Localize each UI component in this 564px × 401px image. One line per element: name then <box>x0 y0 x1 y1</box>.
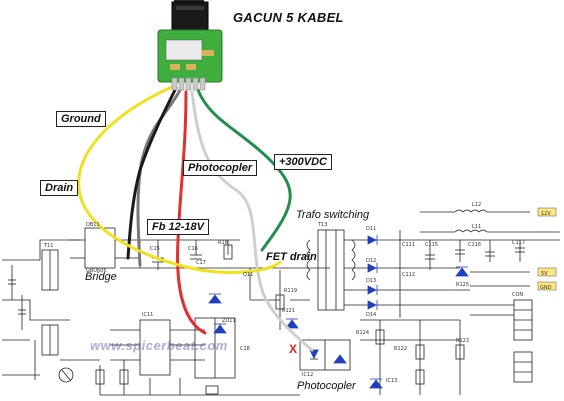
lbl-zd11: ZD11 <box>222 318 236 324</box>
label-photocopler-top: Photocopler <box>183 160 258 176</box>
lbl-c116: C116 <box>468 242 481 248</box>
lbl-r125: R125 <box>456 282 469 288</box>
lbl-r124: R124 <box>356 330 369 336</box>
lbl-c17: C17 <box>196 260 206 266</box>
label-photocopler-bottom: Photocopler <box>297 380 356 392</box>
lbl-c115: C115 <box>425 242 438 248</box>
lbl-gnd: GND <box>540 285 552 291</box>
lbl-d12: D12 <box>366 258 376 264</box>
lbl-12v: 12V <box>541 211 551 217</box>
diagram-title: GACUN 5 KABEL <box>233 10 344 25</box>
lbl-t11: T11 <box>43 243 53 249</box>
label-300vdc: +300VDC <box>274 154 333 170</box>
lbl-ic11: IC11 <box>142 312 153 318</box>
lbl-r119: R119 <box>284 288 297 294</box>
label-ground: Ground <box>56 111 106 127</box>
lbl-d11: D11 <box>366 226 376 232</box>
lbl-con: CON <box>512 292 523 298</box>
lbl-c117: C117 <box>512 240 525 246</box>
lbl-c18: C18 <box>240 346 250 352</box>
lbl-c16: C16 <box>188 246 198 252</box>
lbl-5v: 5V <box>541 271 548 277</box>
wire-white <box>190 90 314 352</box>
cross-marker: X <box>289 342 297 356</box>
schematic-lines <box>2 209 560 396</box>
lbl-l11: L11 <box>472 224 481 230</box>
wire-gray <box>136 88 182 267</box>
output-arrows <box>537 207 557 291</box>
lbl-gbu: GBU606 <box>86 268 107 274</box>
lbl-r121: R121 <box>282 308 295 314</box>
lbl-t13: T13 <box>317 222 327 228</box>
wire-black <box>126 86 178 260</box>
lbl-d14: D14 <box>366 312 376 318</box>
label-drain: Drain <box>40 180 79 196</box>
lbl-c15: C15 <box>150 246 160 252</box>
lbl-r18: R18 <box>218 240 228 246</box>
lbl-d13: D13 <box>366 278 376 284</box>
module <box>157 0 223 91</box>
component-labels: DB11 GBU606 T11 C15 C16 R18 C17 C18 Q11 … <box>43 202 552 384</box>
label-bridge: Bridge <box>85 271 117 283</box>
lbl-r123: R123 <box>456 338 469 344</box>
label-fb: Fb 12-18V <box>147 219 209 235</box>
label-fet-drain: FET drain <box>266 251 317 263</box>
lbl-db11: DB11 <box>86 222 100 228</box>
lbl-q11: Q11 <box>243 272 253 278</box>
lbl-ic12: IC12 <box>302 372 313 378</box>
lbl-c111: C111 <box>402 242 415 248</box>
wire-red <box>176 90 207 335</box>
lbl-l12: L12 <box>472 202 481 208</box>
wire-yellow <box>77 84 282 274</box>
lbl-r122: R122 <box>394 346 407 352</box>
watermark: www.spicerbeat.com <box>90 338 228 353</box>
lbl-ic13: IC13 <box>386 378 397 384</box>
wires <box>77 84 314 352</box>
wire-green <box>196 88 292 252</box>
label-trafo: Trafo switching <box>296 209 370 221</box>
schematic-blue-parts <box>208 235 469 389</box>
lbl-c112: C112 <box>402 272 415 278</box>
